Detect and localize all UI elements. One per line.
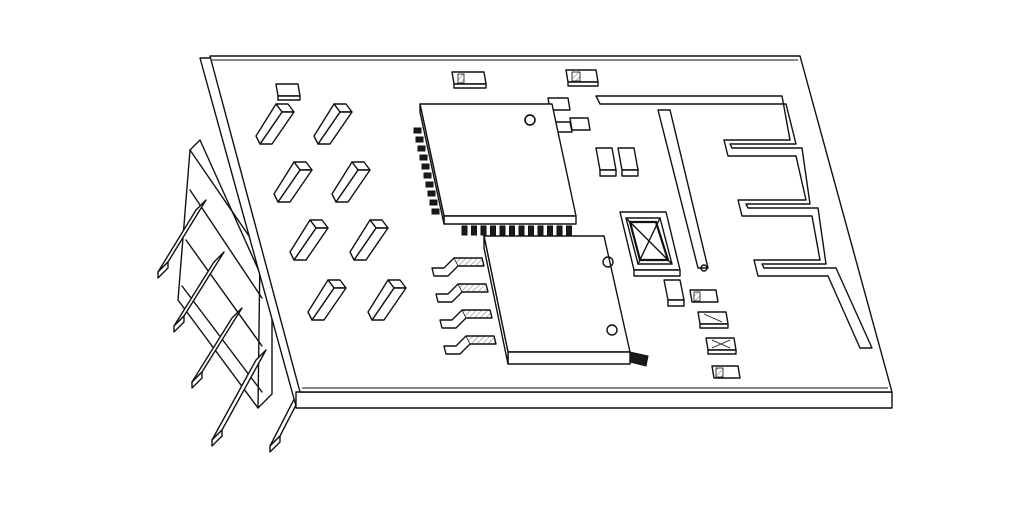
board-pad xyxy=(255,103,295,145)
board-pad xyxy=(367,279,407,321)
ic-pad xyxy=(509,225,515,236)
ic-pad xyxy=(499,225,506,236)
board-front-edge xyxy=(295,391,893,409)
pin1-marker-icon xyxy=(606,324,618,336)
ic-pad xyxy=(413,127,422,134)
gull-wing-lead xyxy=(431,257,485,277)
smd-diode xyxy=(705,337,737,355)
gull-wing-lead xyxy=(435,283,489,303)
pad-array xyxy=(255,103,407,321)
gull-wing-leads xyxy=(431,257,497,355)
smd-resistor xyxy=(451,71,487,89)
ic-pad xyxy=(480,225,487,236)
board-pad xyxy=(331,161,371,203)
board-pad xyxy=(289,219,329,261)
ic-pad xyxy=(490,225,496,236)
smd-resistor xyxy=(565,69,599,87)
board-pad xyxy=(273,161,313,203)
ic-pad xyxy=(431,208,440,215)
smd-resistor xyxy=(697,311,729,329)
header-pin xyxy=(173,251,225,333)
ic-pad xyxy=(547,225,553,236)
header-pin xyxy=(211,349,267,447)
ic-pad xyxy=(417,145,426,152)
smd-capacitor xyxy=(663,279,685,307)
board-pad xyxy=(313,103,353,145)
ic-pad xyxy=(427,190,436,197)
gull-wing-lead xyxy=(443,335,497,355)
ic-pad xyxy=(566,225,572,236)
ic-pad xyxy=(421,163,430,170)
smd-resistor xyxy=(711,365,741,379)
gull-wing-lead xyxy=(439,309,493,329)
ic-bottom-pads xyxy=(461,225,572,236)
pin1-marker-icon xyxy=(602,256,614,268)
smd-components-mid xyxy=(595,147,741,379)
ic-pad xyxy=(425,181,434,188)
header-pin xyxy=(157,199,207,279)
smd-resistor xyxy=(689,289,719,303)
flash-ic-chip xyxy=(431,235,649,367)
ic-pad xyxy=(528,225,534,236)
header-pin xyxy=(191,307,243,389)
board-pad xyxy=(307,279,347,321)
ic-pad xyxy=(537,225,544,236)
smd-capacitor xyxy=(595,147,639,177)
header-pin-row xyxy=(157,139,315,453)
ic-pad xyxy=(556,225,563,236)
ic-pad xyxy=(471,225,477,236)
board-pad xyxy=(349,219,389,261)
ic-side-pads xyxy=(413,127,440,215)
mounting-hole-icon xyxy=(524,114,536,126)
smd-resistor xyxy=(275,83,301,101)
crystal-oscillator xyxy=(619,211,681,277)
ic-pad xyxy=(461,225,468,236)
main-ic-chip xyxy=(413,103,577,236)
pcb-antenna-trace xyxy=(595,95,873,349)
ic-pad xyxy=(518,225,525,236)
ic-pad xyxy=(415,136,424,143)
ic-pad xyxy=(429,199,438,206)
ic-pad xyxy=(423,172,432,179)
ic-pad xyxy=(419,154,428,161)
